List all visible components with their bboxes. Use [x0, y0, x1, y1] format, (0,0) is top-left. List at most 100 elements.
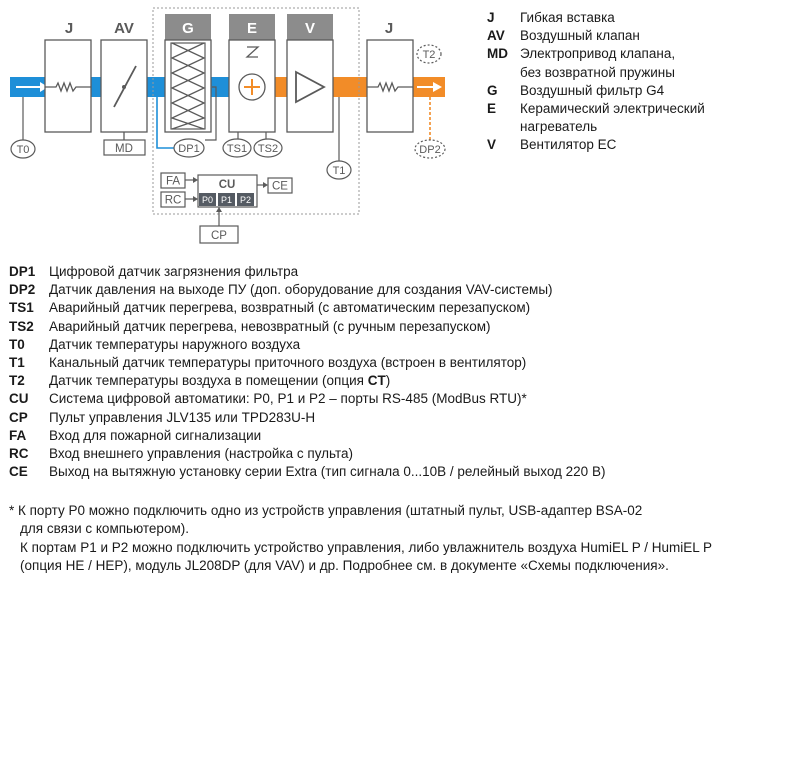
ts2-sensor [253, 138, 283, 158]
dp1-line-out [205, 86, 217, 141]
dp2-sensor-label: DP2 [419, 144, 440, 156]
legend-text: Аварийный датчик перегрева, возвратный (… [49, 300, 531, 316]
legend-text: Аварийный датчик перегрева, невозвратный… [49, 318, 491, 334]
cp-panel-box [199, 225, 239, 244]
unit-housing [152, 7, 360, 215]
port-p0 [199, 193, 216, 206]
cp-arrow-icon [216, 207, 222, 212]
t2-sensor-label: T2 [423, 49, 436, 61]
legend-row: TS1 Аварийный датчик перегрева, возвратны… [9, 299, 605, 317]
t1-sensor [326, 160, 352, 180]
legend-text: Система цифровой автоматики: P0, P1 и P2… [49, 391, 527, 407]
legend-row: RC Вход внешнего управления (настройка с … [9, 445, 605, 463]
legend-text: Вход внешнего управления (настройка с пу… [49, 446, 354, 462]
legend-text: Датчик температуры наружного воздуха [49, 336, 301, 352]
legend-text: Канальный датчик температуры приточного … [49, 355, 527, 371]
footnote-line: К портам P1 и P2 можно подключить устрой… [20, 539, 713, 555]
port-p2 [237, 193, 254, 206]
legend-text-main: Датчик температуры воздуха в помещении (… [49, 373, 368, 389]
legend-row: T2 Датчик температуры воздуха в помещении… [9, 372, 605, 390]
ts1-sensor [222, 138, 252, 158]
legend-text: Датчик температуры воздуха в помещении (… [49, 372, 390, 390]
legend-text-suffix: ) [385, 373, 391, 389]
legend-text: нагреватель [520, 119, 598, 135]
unit-tab-e [229, 14, 275, 40]
filter-g4 [164, 39, 212, 133]
legend-row: FA Вход для пожарной сигнализации [9, 427, 605, 445]
flex-coil-icon-outlet [367, 81, 413, 93]
flex-coil-icon [45, 81, 91, 93]
legend-code: CU [9, 391, 29, 407]
legend-row: G Воздушный фильтр G4 [487, 82, 750, 100]
legend-text: Керамический электрический [520, 101, 705, 117]
port-p2-label: P2 [240, 195, 251, 205]
legend-code: J [487, 10, 495, 25]
t0-sensor-label: T0 [17, 144, 30, 156]
legend-text-bold: CT [367, 373, 386, 389]
port-p1-label: P1 [221, 195, 232, 205]
legend-code: T2 [9, 373, 25, 389]
unit-code-v-label: V [305, 20, 315, 37]
unit-code-j-inlet: J [65, 20, 73, 37]
unit-code-g-label: G [182, 20, 194, 37]
unit-code-av: AV [114, 20, 134, 37]
legend-code: CE [9, 464, 28, 480]
legend-code: T1 [9, 355, 25, 371]
legend-text: Пульт управления JLV135 или TPD283U-H [49, 409, 316, 425]
legend-code: FA [9, 427, 27, 443]
ce-arrow-icon [263, 182, 268, 188]
ts2-sensor-label: TS2 [258, 143, 278, 155]
rc-input-label: RC [165, 195, 182, 207]
unit-tab-v [287, 14, 333, 40]
air-inlet-arrow-head [40, 82, 48, 92]
legend-text: Электропривод клапана, [520, 46, 676, 62]
footnote-line: * К порту P0 можно подключить одно из ус… [9, 503, 643, 518]
ce-output-label: CE [272, 181, 288, 193]
legend-code: RC [9, 446, 29, 462]
footnote-line: для связи с компьютером). [20, 521, 189, 537]
legend-text: Вход для пожарной сигнализации [49, 427, 262, 443]
legend-text: Выход на вытяжную установку серии Extra … [49, 464, 606, 480]
unit-code-j-outlet: J [385, 20, 393, 37]
legend-code [487, 64, 520, 82]
dp1-sensor-label: DP1 [178, 143, 199, 155]
filter-media [170, 42, 206, 130]
legend-text: без возвратной пружины [520, 64, 675, 80]
legend-code [487, 118, 520, 136]
legend-code: T0 [9, 336, 25, 352]
legend-code: V [487, 137, 497, 153]
cp-panel-label: CP [211, 230, 227, 242]
ts1-sensor-label: TS1 [227, 143, 247, 155]
legend-text: Вентилятор ЕС [520, 137, 617, 153]
legend-code: CP [9, 409, 28, 425]
legend-code: G [487, 82, 498, 98]
legend-text: Воздушный фильтр G4 [520, 82, 665, 98]
legend-row: CE Выход на вытяжную установку серии Extr… [9, 463, 605, 481]
rc-arrow-icon [193, 196, 198, 202]
legend-row: T1 Канальный датчик температуры приточног… [9, 354, 605, 372]
footnote: * К порту P0 можно подключить одно из ус… [9, 502, 789, 575]
port-p0-label: P0 [202, 195, 213, 205]
legend-code: TS1 [9, 300, 34, 316]
legend-row: E Керамический электрический [487, 100, 750, 118]
t1-sensor-label: T1 [333, 165, 346, 177]
cu-label: CU [219, 179, 236, 191]
air-outlet-arrow-head [433, 82, 442, 92]
legend-row: нагреватель [487, 118, 750, 136]
flexible-connector-outlet [366, 39, 414, 133]
filter-pleats-icon [170, 42, 206, 130]
legend-row: CU Система цифровой автоматики: P0, P1 и … [9, 390, 605, 408]
legend-code: DP2 [9, 282, 36, 298]
legend-code: E [487, 101, 497, 117]
legend-text: Цифровой датчик загрязнения фильтра [49, 264, 299, 279]
filter-pleats-icon-2 [170, 42, 206, 130]
dp2-sensor [414, 139, 446, 159]
legend-row: без возвратной пружины [487, 64, 750, 82]
ce-output-box [267, 177, 293, 194]
